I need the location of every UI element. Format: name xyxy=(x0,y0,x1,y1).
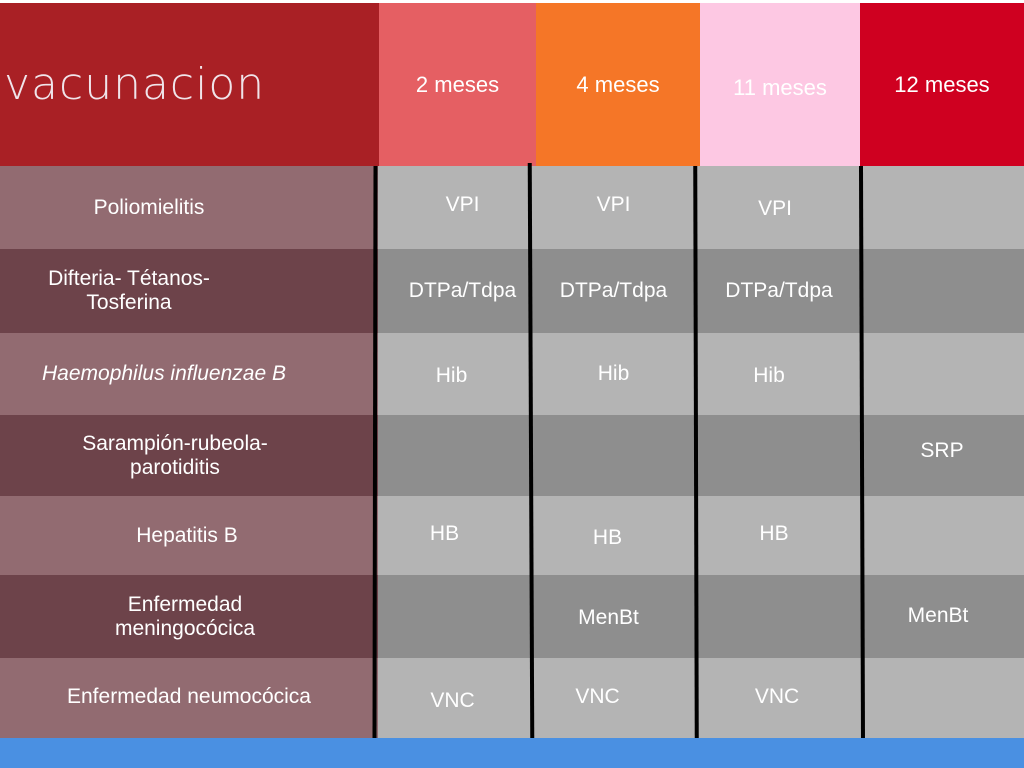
column-header-label: 11 meses xyxy=(733,74,827,100)
table-title: vacunacion xyxy=(0,3,379,166)
table-row-enfermedad-neumococica: Enfermedad neumocócica VNC VNC VNC xyxy=(0,658,1024,738)
cell-value: MenBt xyxy=(907,603,969,627)
row-label-line2: meningocócica xyxy=(114,616,256,640)
table-cell: DTPa/Tdpa xyxy=(378,249,533,333)
table-cell: VPI xyxy=(533,166,698,249)
cell-value: VPI xyxy=(758,196,792,220)
row-label-line2: Tosferina xyxy=(86,291,172,314)
table-cell: HB xyxy=(533,496,698,575)
footer-bar xyxy=(0,738,1024,768)
table-row-enfermedad-meningococica: Enfermedad meningocócica MenBt MenBt xyxy=(0,575,1024,658)
table-cell xyxy=(378,415,533,496)
column-header-11-meses: 11 meses xyxy=(700,3,860,166)
table-row-haemophilus-influenzae-b: Haemophilus influenzae B Hib Hib Hib xyxy=(0,333,1024,415)
row-label-text: Haemophilus influenzae B xyxy=(42,362,286,385)
table-cell xyxy=(864,496,1024,575)
table-cell: VNC xyxy=(533,658,698,738)
title-text: vacunacion xyxy=(4,59,266,110)
cell-value: Hib xyxy=(597,362,630,385)
column-header-label: 4 meses xyxy=(576,71,660,97)
cell-value: DTPa/Tdpa xyxy=(559,279,668,302)
table-cell: SRP xyxy=(864,415,1024,496)
row-label-text: Enfermedad neumocócica xyxy=(67,685,311,708)
row-label-line1: Sarampión-rubeola- xyxy=(82,431,268,455)
cell-value: Hib xyxy=(753,364,785,387)
cell-value: VPI xyxy=(445,192,480,216)
table-cell xyxy=(864,333,1024,415)
table-row-sarampion-rubeola-parotiditis: Sarampión-rubeola- parotiditis SRP xyxy=(0,415,1024,496)
table-cell xyxy=(698,575,864,658)
table-cell: MenBt xyxy=(864,575,1024,658)
row-label-line2: parotiditis xyxy=(130,455,220,479)
column-header-label: 2 meses xyxy=(415,71,500,97)
table-cell: Hib xyxy=(533,333,698,415)
table-cell xyxy=(864,249,1024,333)
cell-value: VPI xyxy=(596,192,631,216)
cell-value: VNC xyxy=(575,685,620,708)
column-header-4-meses: 4 meses xyxy=(536,3,700,166)
cell-value: MenBt xyxy=(578,605,639,629)
cell-value: DTPa/Tdpa xyxy=(408,279,517,302)
table-cell: DTPa/Tdpa xyxy=(698,249,864,333)
row-label: Haemophilus influenzae B xyxy=(0,333,378,415)
column-header-2-meses: 2 meses xyxy=(379,3,536,166)
table-cell xyxy=(864,658,1024,738)
row-label: Poliomielitis xyxy=(0,166,378,249)
row-label: Enfermedad neumocócica xyxy=(0,658,378,738)
table-row-difteria-tetanos-tosferina: Difteria- Tétanos- Tosferina DTPa/Tdpa D… xyxy=(0,249,1024,333)
table-cell: VPI xyxy=(378,166,533,249)
table-row-hepatitis-b: Hepatitis B HB HB HB xyxy=(0,496,1024,575)
table-cell xyxy=(864,166,1024,249)
row-label: Hepatitis B xyxy=(0,496,378,575)
row-label-text: Hepatitis B xyxy=(136,523,238,547)
column-header-12-meses: 12 meses xyxy=(860,3,1024,166)
row-label: Difteria- Tétanos- Tosferina xyxy=(0,249,378,333)
table-cell: VNC xyxy=(378,658,533,738)
cell-value: Hib xyxy=(435,364,468,387)
cell-value: HB xyxy=(429,521,460,545)
table-cell: Hib xyxy=(378,333,533,415)
row-label-line1: Enfermedad xyxy=(127,592,243,616)
table-cell: MenBt xyxy=(533,575,698,658)
column-header-label: 12 meses xyxy=(894,71,990,97)
table-cell: Hib xyxy=(698,333,864,415)
table-cell: DTPa/Tdpa xyxy=(533,249,698,333)
table-cell xyxy=(698,415,864,496)
table-cell xyxy=(378,575,533,658)
cell-value: VNC xyxy=(430,689,475,712)
cell-value: HB xyxy=(759,521,789,545)
row-label-text: Poliomielitis xyxy=(93,195,205,219)
table-cell xyxy=(533,415,698,496)
cell-value: DTPa/Tdpa xyxy=(725,279,833,302)
table-cell: HB xyxy=(378,496,533,575)
table-row-poliomielitis: Poliomielitis VPI VPI VPI xyxy=(0,166,1024,249)
table-cell: HB xyxy=(698,496,864,575)
cell-value: HB xyxy=(592,525,623,549)
row-label: Sarampión-rubeola- parotiditis xyxy=(0,415,378,496)
table-cell: VPI xyxy=(698,166,864,249)
cell-value: VNC xyxy=(754,685,800,708)
row-label-line1: Difteria- Tétanos- xyxy=(48,267,210,290)
row-label: Enfermedad meningocócica xyxy=(0,575,378,658)
cell-value: SRP xyxy=(920,438,964,462)
table-cell: VNC xyxy=(698,658,864,738)
